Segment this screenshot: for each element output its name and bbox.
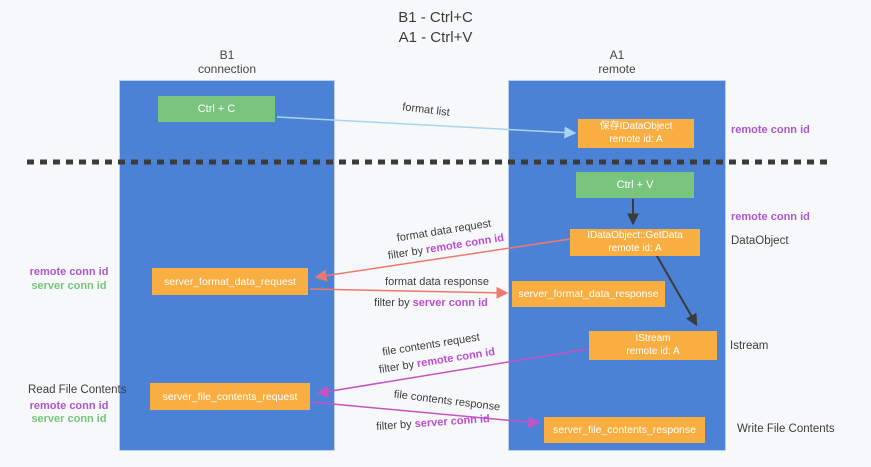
server-conn-id-highlight: server conn id: [412, 297, 488, 309]
left-conn-id-group-top: remote conn id server conn id: [24, 265, 114, 293]
istream-label: IStream: [635, 333, 671, 344]
diagram-title: B1 - Ctrl+C A1 - Ctrl+V: [0, 8, 871, 48]
remote-conn-id-label-top-right: remote conn id: [731, 124, 810, 136]
remote-conn-id-label-left: remote conn id: [29, 266, 109, 278]
idataobject-getdata-box: IDataObject::GetData remote id: A: [570, 229, 700, 256]
server-format-data-request-label: server_format_data_request: [164, 275, 296, 288]
remote-conn-id-label-left-bottom: remote conn id: [29, 400, 109, 412]
ctrl-c-box: Ctrl + C: [158, 96, 275, 122]
ctrl-c-label: Ctrl + C: [197, 103, 236, 115]
file-contents-request-arrow: [316, 348, 589, 398]
ctrl-v-label: Ctrl + V: [616, 179, 654, 191]
server-conn-id-label-left-bottom: server conn id: [31, 413, 107, 425]
filter-by-server-conn-id-label-1: filter by server conn id: [374, 297, 488, 309]
istream-side-label: Istream: [730, 340, 769, 352]
left-column-subtitle: connection: [197, 62, 257, 76]
title-line-2: A1 - Ctrl+V: [398, 29, 473, 46]
save-idataobject-box: 保存IDataObject remote id: A: [578, 119, 694, 148]
server-format-data-request-box: server_format_data_request: [152, 268, 308, 295]
save-idataobject-remote-id: remote id: A: [609, 133, 663, 145]
right-column-subtitle: remote: [598, 62, 636, 76]
filter-by-text: filter by: [374, 297, 413, 309]
file-contents-response-arrow: [310, 401, 541, 429]
remote-conn-id-label-right: remote conn id: [731, 211, 810, 223]
left-column-name: B1: [219, 48, 235, 62]
server-file-contents-request-label: server_file_contents_request: [162, 390, 298, 403]
read-file-contents-label: Read File Contents: [28, 384, 127, 396]
format-list-arrow: [276, 116, 577, 139]
dataobject-label: DataObject: [731, 235, 789, 247]
server-format-data-response-label: server_format_data_response: [518, 288, 659, 300]
save-idataobject-label: 保存IDataObject: [599, 121, 673, 132]
getdata-remote-id: remote id: A: [608, 242, 662, 254]
getdata-label: IDataObject::GetData: [587, 230, 683, 241]
left-conn-id-group-bottom: remote conn id server conn id: [24, 400, 114, 426]
left-column-header: B1 connection: [119, 48, 335, 76]
format-data-response-arrow-label: format data response: [385, 276, 489, 288]
server-file-contents-response-box: server_file_contents_response: [544, 417, 705, 443]
ctrl-v-box: Ctrl + V: [576, 172, 694, 198]
server-file-contents-request-box: server_file_contents_request: [150, 383, 310, 410]
write-file-contents-label: Write File Contents: [737, 423, 835, 435]
format-data-request-arrow: [314, 238, 571, 282]
right-column-header: A1 remote: [508, 48, 726, 76]
istream-box: IStream remote id: A: [589, 331, 717, 360]
format-data-response-arrow: [309, 286, 509, 299]
title-line-1: B1 - Ctrl+C: [398, 9, 473, 26]
getdata-to-istream-arrow: [656, 255, 698, 327]
server-file-contents-response-label: server_file_contents_response: [552, 424, 696, 436]
istream-remote-id: remote id: A: [626, 345, 680, 357]
right-column-name: A1: [609, 48, 625, 62]
server-format-data-response-box: server_format_data_response: [512, 281, 665, 307]
server-conn-id-label-left: server conn id: [31, 280, 107, 292]
